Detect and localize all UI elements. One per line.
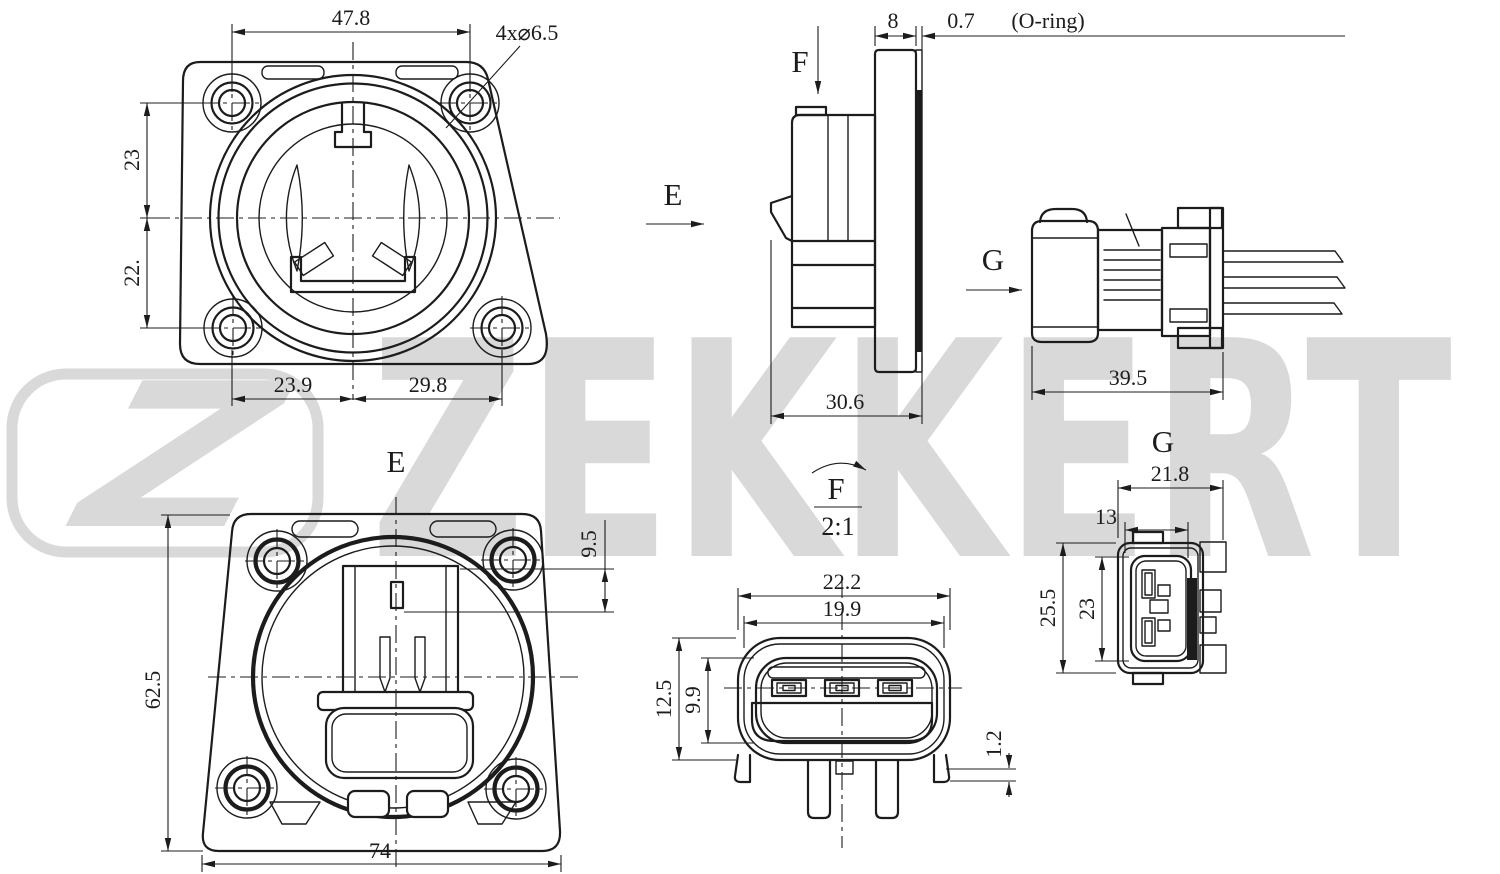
front-view: 47.8 4x⌀6.5 23 22. 23.9 29.8: [119, 5, 560, 406]
dim-back-height: 62.5: [140, 671, 165, 710]
back-view: E 62.: [140, 444, 614, 872]
dim-g-inner-width: 13: [1095, 504, 1117, 529]
dim-front-left-upper: 23: [119, 149, 144, 171]
view-label-g: G: [1152, 424, 1174, 459]
dim-f-lip: 1.2: [981, 730, 1006, 758]
brand-watermark-text: ZEKKERT: [370, 278, 1453, 627]
wires: [1222, 250, 1346, 315]
dim-plug-length: 39.5: [1109, 365, 1148, 390]
dim-side-depth: 30.6: [826, 389, 865, 414]
dim-front-bottom-left: 23.9: [274, 372, 313, 397]
dim-g-inner-height: 23: [1074, 598, 1099, 620]
direction-label-f: F: [791, 44, 808, 79]
dim-back-key-offset: 9.5: [576, 530, 601, 558]
dim-front-bottom-right: 29.8: [409, 372, 448, 397]
dim-g-outer-height: 25.5: [1035, 589, 1060, 628]
plug-dimensions: 39.5: [1031, 346, 1224, 400]
front-dimensions: 47.8 4x⌀6.5 23 22. 23.9 29.8: [119, 5, 558, 406]
direction-label-g: G: [982, 242, 1004, 277]
side-view: F E 8 0.7 (O-ring) 30.6: [646, 8, 1345, 424]
o-ring-strip: [916, 90, 922, 352]
dim-side-flange: 8: [888, 8, 899, 33]
dim-f-inner-width: 19.9: [823, 596, 862, 621]
side-dimensions: 8 0.7 (O-ring) 30.6: [770, 8, 1345, 424]
direction-label-e: E: [664, 177, 683, 212]
pin-left: [806, 759, 832, 820]
detail-g-dimensions: 21.8 13 25.5 23: [1035, 461, 1224, 674]
dim-front-width: 47.8: [332, 5, 371, 30]
dim-f-outer-height: 12.5: [651, 680, 676, 719]
rotation-arc-arrow: [811, 460, 867, 474]
latch-bar: [1187, 578, 1197, 660]
pin-right: [874, 759, 900, 820]
dim-f-inner-height: 9.9: [680, 686, 705, 714]
peg-left: [733, 753, 752, 784]
peg-right: [932, 753, 951, 784]
dim-f-outer-width: 22.2: [823, 569, 862, 594]
view-label-f: F: [827, 471, 844, 506]
g-terminal-slots: [1141, 569, 1171, 647]
detail-f-view: F 2:1 22.2 19.9 12.5: [651, 460, 1016, 848]
dim-front-holes: 4x⌀6.5: [496, 20, 559, 45]
back-connector-housing: [316, 564, 475, 819]
dim-g-outer-width: 21.8: [1151, 461, 1190, 486]
note-oring: (O-ring): [1011, 8, 1084, 33]
dim-side-oring-thickness: 0.7: [947, 8, 975, 33]
view-label-e: E: [387, 444, 406, 479]
back-mounting-holes: [215, 528, 548, 821]
dim-back-width: 74: [369, 838, 391, 863]
detail-g-view: G 21.8 13 25.5: [1035, 424, 1227, 686]
plug-view: G 39.5: [966, 206, 1346, 400]
view-label-f-scale: 2:1: [821, 512, 854, 541]
detail-f-dimensions: 22.2 19.9 12.5 9.9 1.2: [651, 569, 1016, 797]
back-dimensions: 62.5 9.5 74: [140, 514, 614, 872]
dim-front-left-lower: 22.: [119, 259, 144, 287]
